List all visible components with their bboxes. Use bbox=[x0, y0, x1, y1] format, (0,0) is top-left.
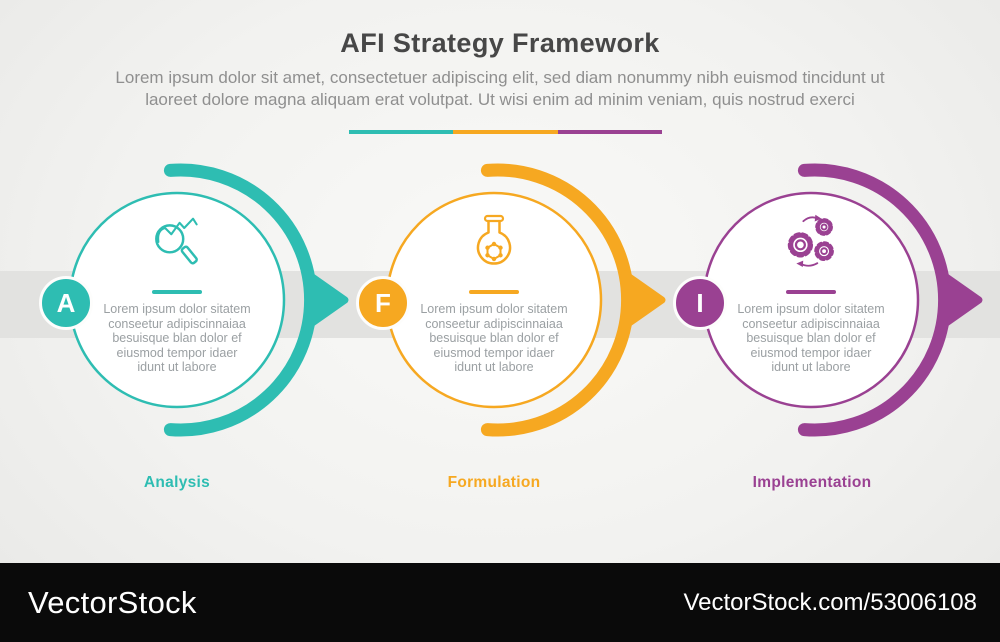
magnifier-trend-icon bbox=[150, 213, 204, 273]
step-body-text: Lorem ipsum dolor sitatem conseetur adip… bbox=[103, 302, 251, 375]
divider-segment-purple bbox=[557, 130, 662, 134]
step-implementation: Lorem ipsum dolor sitatem conseetur adip… bbox=[621, 155, 1000, 455]
page-title: AFI Strategy Framework bbox=[340, 28, 660, 58]
divider-segment-orange bbox=[453, 130, 558, 134]
page-subtitle: Lorem ipsum dolor sit amet, consectetuer… bbox=[60, 67, 940, 111]
step-analysis: Lorem ipsum dolor sitatem conseetur adip… bbox=[0, 155, 387, 455]
step-label-implementation: Implementation bbox=[752, 474, 872, 491]
subtitle-line-1: Lorem ipsum dolor sit amet, consectetuer… bbox=[115, 68, 885, 87]
arrow-right-icon bbox=[304, 270, 349, 330]
divider-segment-teal bbox=[349, 130, 454, 134]
vectorstock-url: VectorStock.com/53006108 bbox=[683, 588, 977, 616]
step-letter-badge: I bbox=[673, 276, 727, 330]
step-divider-line bbox=[469, 290, 519, 294]
step-divider-line bbox=[152, 290, 202, 294]
watermark-bar: VectorStock VectorStock.com/53006108 bbox=[0, 563, 1000, 642]
subtitle-line-2: laoreet dolore magna aliquam erat volutp… bbox=[145, 90, 855, 109]
step-formulation: Lorem ipsum dolor sitatem conseetur adip… bbox=[304, 155, 704, 455]
step-label-formulation: Formulation bbox=[447, 474, 541, 491]
flask-molecule-icon bbox=[467, 213, 521, 273]
gears-process-icon bbox=[784, 213, 838, 273]
tricolor-divider bbox=[349, 130, 662, 134]
step-divider-line bbox=[786, 290, 836, 294]
step-label-analysis: Analysis bbox=[143, 474, 211, 491]
step-circle-graphic bbox=[385, 163, 666, 437]
step-body-text: Lorem ipsum dolor sitatem conseetur adip… bbox=[737, 302, 885, 375]
step-circle-graphic bbox=[68, 163, 349, 437]
arrow-right-icon bbox=[621, 270, 666, 330]
vectorstock-logo: VectorStock bbox=[28, 584, 197, 620]
step-body-text: Lorem ipsum dolor sitatem conseetur adip… bbox=[420, 302, 568, 375]
arrow-right-icon bbox=[938, 270, 983, 330]
step-letter-badge: F bbox=[356, 276, 410, 330]
step-circle-graphic bbox=[702, 163, 983, 437]
step-letter-badge: A bbox=[39, 276, 93, 330]
